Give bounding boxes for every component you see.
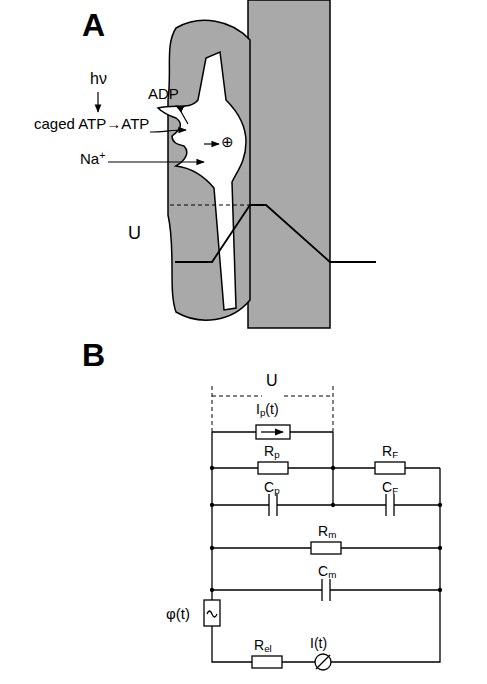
reaction-label: caged ATP→ATP [34,116,149,133]
junction-dot [439,547,442,550]
meter-label: I(t) [310,636,327,651]
middle-node [332,432,333,505]
dashed-level [170,205,250,206]
junction-dot [332,504,335,507]
left-rail [211,432,212,600]
source-arrow [261,431,283,432]
sodium-arrow [108,161,204,162]
product-label: ADP [148,86,179,103]
resistor-symbol [311,542,341,554]
junction-dot [439,589,442,592]
adp-arrow [176,106,188,124]
junction-dot [211,467,214,470]
junction-dot [439,504,442,507]
junction-dot [211,504,214,507]
current-source-symbol [256,425,290,439]
capacitor-plate [268,494,269,516]
ion-label: Na+ [80,151,105,168]
ammeter-symbol [315,654,331,670]
source-label: φ(t) [166,606,190,623]
resistor-label: RF [382,444,398,459]
wire [212,467,440,468]
resistor-label: Rp [264,444,280,459]
panel-letter: A [82,8,105,43]
junction-dot [332,467,335,470]
resistor-symbol [375,462,405,474]
atp-arrow [150,130,186,132]
potential-profile [175,205,376,262]
bracket-line [212,386,213,432]
capacitor-plate [329,579,330,601]
resistor-symbol [258,462,288,474]
membrane-band [248,0,330,328]
source-label: Ip(t) [256,402,279,417]
junction-dot [211,589,214,592]
circuit [204,386,442,670]
resistor-label: Rm [318,524,336,539]
tilde-symbol [207,611,217,617]
outer-rail [212,468,440,662]
resistor-symbol [252,656,282,668]
capacitor-plate [393,494,394,516]
panel-letter: B [82,338,105,373]
junction-dot [211,547,214,550]
bracket-line [284,396,333,397]
capacitor-plate [321,579,322,601]
capacitor-gap [386,493,394,517]
capacitor-gap [269,493,277,517]
bracket-line [333,386,334,432]
resistor-label: Rel [254,638,272,653]
bracket-line [212,396,262,397]
potential-label: U [128,224,141,244]
wire [212,431,333,432]
charge-arrow [204,143,219,144]
light-arrow [97,92,98,112]
potential-label: U [266,372,278,390]
light-symbol: hν [90,70,107,88]
capacitor-plate [385,494,386,516]
capacitor-label: Cm [318,564,336,579]
voltage-source-symbol [204,600,220,626]
ammeter-slash [316,655,330,669]
capacitor-plate [276,494,277,516]
capacitor-label: Cp [264,480,280,495]
capacitor-label: CF [382,480,398,495]
wire [212,504,440,505]
capacitor-gap [322,578,330,602]
charge-symbol: ⊕ [221,134,234,151]
